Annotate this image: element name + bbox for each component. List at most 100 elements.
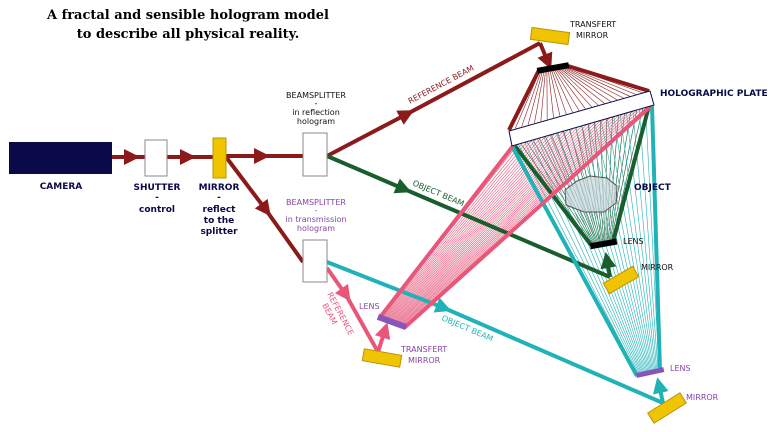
reference-transmission-fan-line: [396, 119, 606, 325]
shutter-label-line: SHUTTER: [134, 183, 181, 193]
label-line: hologram: [297, 224, 335, 233]
laser-beam: [112, 148, 305, 264]
reference-transmission-fan-line: [397, 116, 615, 326]
label-line: -: [315, 206, 318, 215]
reference-fan-line: [557, 67, 599, 106]
object-transmission-fan-line: [594, 122, 651, 373]
reference-transmission-fan-line: [388, 132, 560, 321]
reference-fan-line: [550, 68, 567, 115]
lens-pink-label: LENS: [359, 302, 380, 311]
mirror-label-line: reflect: [203, 205, 237, 215]
reference-transmission-fan-line: [386, 135, 551, 320]
reference-transmission-fan-line: [395, 120, 601, 324]
lens-green-label: LENS: [623, 237, 644, 246]
object-transmission-fan-line: [619, 115, 656, 372]
reference-fan-line: [561, 66, 618, 101]
transfert-mirror-top: [529, 26, 571, 46]
beamsplitter-transmission-label: BEAMSPLITTER - in transmission hologram: [286, 198, 347, 233]
shutter-label-line: -: [155, 193, 159, 203]
object-transmission-fan-line: [588, 124, 650, 373]
transfert-mirror-pink-label: TRANSFERT: [400, 345, 447, 354]
reference-fan-line: [553, 67, 580, 111]
mirror-label-line: to the: [204, 216, 234, 226]
reference-transmission-fan-line: [399, 112, 629, 327]
object-transmission-fan-line: [524, 142, 640, 376]
object-label: OBJECT: [634, 183, 672, 193]
reference-transmission-fan-line: [390, 128, 574, 322]
shutter: [144, 139, 168, 177]
mirror-cyan-label: MIRROR: [686, 393, 719, 402]
beam-expander-top: [536, 62, 570, 74]
reference-fan-line: [555, 67, 592, 108]
label-line: hologram: [297, 117, 335, 126]
reference-transmission-fan-line: [382, 143, 523, 317]
transfert-mirror-top-label: TRANSFERT: [569, 20, 616, 29]
camera-label: CAMERA: [40, 182, 83, 192]
lens-cyan: [635, 367, 665, 378]
reference-fan-line: [559, 66, 611, 102]
shutter-label: SHUTTER - control: [134, 183, 181, 215]
transfert-mirror-pink-label: MIRROR: [408, 356, 441, 365]
object-transmission-fan-line: [549, 134, 644, 375]
reference-transmission-fan-line: [402, 108, 643, 328]
reference-transmission-fan-line: [400, 111, 633, 327]
label-line: BEAMSPLITTER: [286, 198, 346, 207]
holographic-plate: [508, 90, 655, 147]
object-transmission-fan-line: [638, 109, 659, 371]
reference-fan-line: [540, 69, 546, 122]
beamsplitter-transmission: [302, 239, 328, 283]
reference-transmission-fan-line: [386, 136, 546, 319]
object-transmission-fan-line: [613, 116, 655, 372]
reference-transmission-fan-line: [383, 141, 528, 318]
object: [564, 175, 618, 213]
reference-fan-line: [562, 66, 624, 99]
beamsplitter-reflection: [302, 132, 328, 177]
transfert-mirror-pink: [361, 348, 403, 368]
reference-beam-reflection: [326, 41, 650, 158]
object-fan-line: [526, 142, 594, 245]
shutter-label-line: control: [139, 205, 175, 215]
mirror-label: MIRROR - reflect to the splitter: [199, 183, 240, 237]
object-fan-line: [609, 111, 632, 243]
reference-beam-transmission: [325, 104, 653, 353]
lens-pink: [376, 314, 408, 330]
beamsplitter-reflection-label: BEAMSPLITTER - in reflection hologram: [286, 91, 346, 126]
title-line-2: to describe all physical reality.: [77, 27, 299, 42]
lens-green: [589, 238, 618, 250]
mirror-cyan: [647, 392, 687, 424]
object-transmission-fan-line: [581, 125, 649, 374]
object-fan-line: [533, 140, 595, 245]
object-transmission-fan-line: [530, 140, 641, 376]
reference-transmission-fan-line: [383, 140, 532, 318]
reference-transmission-fan-line: [398, 115, 620, 326]
object-transmission-fan-line: [607, 118, 653, 372]
reference-transmission-fan-line: [385, 137, 541, 319]
reference-transmission-fan-line: [396, 117, 610, 325]
reference-transmission-fan-line: [389, 131, 564, 321]
reference-transmission-fan-line: [384, 139, 537, 319]
reference-fan-line: [558, 67, 605, 104]
reference-fan-line: [563, 66, 631, 97]
reference-fan-line: [549, 68, 561, 116]
transfert-mirror-top-label: MIRROR: [576, 31, 609, 40]
object-transmission-fan-line: [600, 120, 652, 373]
reference-fan-line: [521, 69, 542, 127]
reference-transmission-fan-line: [393, 124, 587, 323]
reference-transmission-fan-line: [389, 129, 569, 322]
reference-fan-line: [534, 69, 545, 123]
title-line-1: A fractal and sensible hologram model: [46, 8, 329, 23]
label-line: BEAMSPLITTER: [286, 91, 346, 100]
reference-transmission-fan-line: [394, 121, 597, 324]
reference-fan-line: [527, 69, 544, 125]
mirror-label-line: splitter: [200, 227, 238, 237]
object-transmission-fan-line: [575, 127, 648, 374]
mirror: [212, 137, 227, 179]
object-beam-transmission: [326, 105, 669, 405]
mirror-green-label: MIRROR: [641, 263, 674, 272]
lens-cyan-label: LENS: [670, 364, 691, 373]
mirror-label-line: -: [217, 193, 221, 203]
object-fan-line: [608, 113, 625, 243]
reference-fan-line: [554, 67, 586, 109]
